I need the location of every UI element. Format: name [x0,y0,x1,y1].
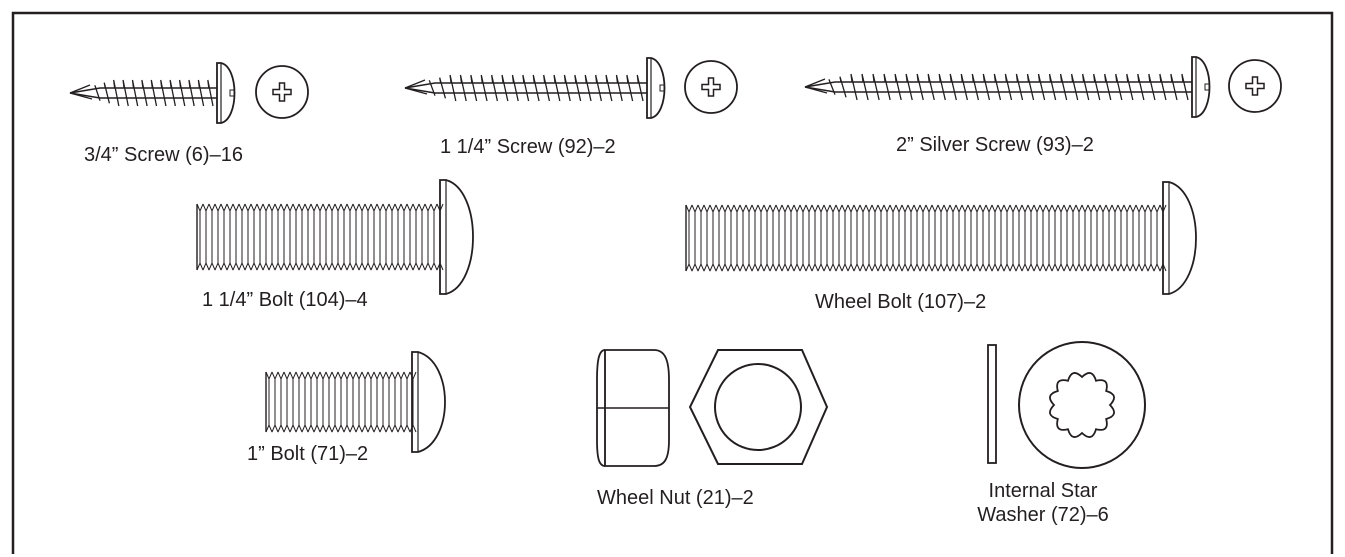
wheel-nut-front-view [688,349,829,465]
screw-1-1-4-label: 1 1/4” Screw (92)–2 [440,136,616,158]
washer-label-line1: Internal Star [988,480,1098,502]
bolt-1-1-4-label: 1 1/4” Bolt (104)–4 [202,289,368,311]
screw-3-4-illustration [69,62,236,124]
screw-2-silver-illustration [804,56,1211,118]
bolt-1-illustration [265,351,446,453]
washer-label-line2: Washer (72)–6 [977,504,1109,526]
wheel-bolt-illustration [685,181,1197,295]
phillips-head-icon [1228,59,1282,113]
screw-3-4-label: 3/4” Screw (6)–16 [84,144,243,166]
wheel-nut-label: Wheel Nut (21)–2 [597,487,754,509]
screw-1-1-4-illustration [404,57,666,119]
phillips-head-icon [255,65,309,119]
bolt-1-label: 1” Bolt (71)–2 [247,443,369,465]
bolt-1-1-4-illustration [196,179,474,295]
washer-front-view [1018,341,1146,469]
screw-2-silver-label: 2” Silver Screw (93)–2 [896,134,1094,156]
phillips-head-icon [684,60,738,114]
wheel-bolt-label: Wheel Bolt (107)–2 [815,291,987,313]
washer-side-view [987,344,997,464]
frame-border [11,11,1334,554]
wheel-nut-side-view [596,349,670,467]
